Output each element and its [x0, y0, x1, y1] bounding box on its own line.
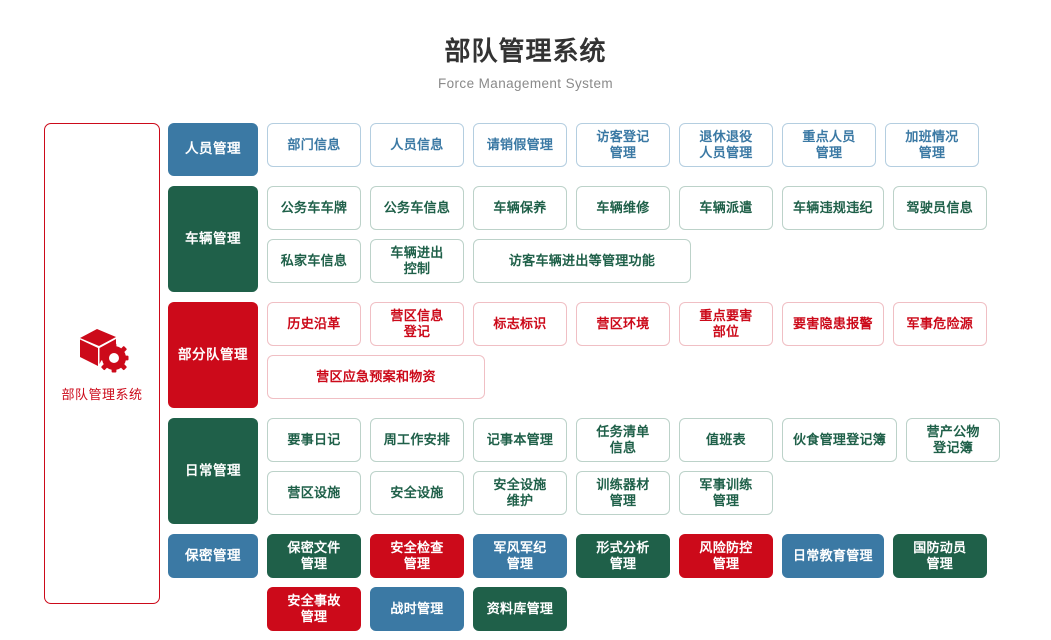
module-button[interactable]: 形式分析 管理	[576, 534, 670, 578]
module-button[interactable]: 重点人员 管理	[782, 123, 876, 167]
module-button[interactable]: 访客车辆进出等管理功能	[473, 239, 691, 283]
brand-panel: 部队管理系统	[44, 123, 160, 604]
module-button[interactable]: 周工作安排	[370, 418, 464, 462]
module-button[interactable]: 退休退役 人员管理	[679, 123, 773, 167]
module-button[interactable]: 人员信息	[370, 123, 464, 167]
module-button[interactable]: 标志标识	[473, 302, 567, 346]
module-button[interactable]: 部门信息	[267, 123, 361, 167]
module-list: 历史沿革营区信息 登记标志标识营区环境重点要害 部位要害隐患报警军事危险源营区应…	[267, 302, 1051, 408]
module-button[interactable]: 车辆派遣	[679, 186, 773, 230]
module-button[interactable]: 营区环境	[576, 302, 670, 346]
module-button[interactable]: 访客登记 管理	[576, 123, 670, 167]
module-button[interactable]: 训练器材 管理	[576, 471, 670, 515]
module-button[interactable]: 战时管理	[370, 587, 464, 631]
category-5[interactable]: 保密管理	[168, 534, 258, 578]
module-button[interactable]: 伙食管理登记簿	[782, 418, 898, 462]
module-button[interactable]: 车辆保养	[473, 186, 567, 230]
module-button[interactable]: 车辆维修	[576, 186, 670, 230]
module-button[interactable]: 要害隐患报警	[782, 302, 884, 346]
module-button[interactable]: 安全事故 管理	[267, 587, 361, 631]
module-button[interactable]: 要事日记	[267, 418, 361, 462]
module-button[interactable]: 加班情况 管理	[885, 123, 979, 167]
module-button[interactable]: 安全设施 维护	[473, 471, 567, 515]
module-list: 保密文件 管理安全检查 管理军风军纪 管理形式分析 管理风险防控 管理日常教育管…	[267, 534, 1051, 640]
module-button[interactable]: 公务车车牌	[267, 186, 361, 230]
page-header: 部队管理系统 Force Management System	[0, 0, 1051, 91]
module-button[interactable]: 营区信息 登记	[370, 302, 464, 346]
module-button[interactable]: 历史沿革	[267, 302, 361, 346]
module-button[interactable]: 私家车信息	[267, 239, 361, 283]
section: 人员管理部门信息人员信息请销假管理访客登记 管理退休退役 人员管理重点人员 管理…	[168, 123, 1051, 176]
category-3[interactable]: 部分队管理	[168, 302, 258, 408]
cube-gear-icon	[75, 324, 129, 374]
section: 部分队管理历史沿革营区信息 登记标志标识营区环境重点要害 部位要害隐患报警军事危…	[168, 302, 1051, 408]
module-button[interactable]: 保密文件 管理	[267, 534, 361, 578]
module-button[interactable]: 记事本管理	[473, 418, 567, 462]
module-button[interactable]: 军事训练 管理	[679, 471, 773, 515]
module-button[interactable]: 安全检查 管理	[370, 534, 464, 578]
module-button[interactable]: 车辆进出 控制	[370, 239, 464, 283]
sections-container: 人员管理部门信息人员信息请销假管理访客登记 管理退休退役 人员管理重点人员 管理…	[168, 123, 1051, 640]
module-button[interactable]: 重点要害 部位	[679, 302, 773, 346]
module-list: 部门信息人员信息请销假管理访客登记 管理退休退役 人员管理重点人员 管理加班情况…	[267, 123, 1051, 176]
module-button[interactable]: 军事危险源	[892, 302, 987, 346]
system-board: 部队管理系统 人员管理部门信息人员信息请销假管理访客登记 管理退休退役 人员管理…	[0, 123, 1051, 640]
module-button[interactable]: 值班表	[679, 418, 773, 462]
module-button[interactable]: 营产公物 登记簿	[906, 418, 1001, 462]
module-list: 公务车车牌公务车信息车辆保养车辆维修车辆派遣车辆违规违纪驾驶员信息私家车信息车辆…	[267, 186, 1051, 292]
module-button[interactable]: 日常教育管理	[782, 534, 884, 578]
section: 车辆管理公务车车牌公务车信息车辆保养车辆维修车辆派遣车辆违规违纪驾驶员信息私家车…	[168, 186, 1051, 292]
section: 日常管理要事日记周工作安排记事本管理任务清单 信息值班表伙食管理登记簿营产公物 …	[168, 418, 1051, 524]
module-button[interactable]: 驾驶员信息	[892, 186, 987, 230]
module-list: 要事日记周工作安排记事本管理任务清单 信息值班表伙食管理登记簿营产公物 登记簿营…	[267, 418, 1051, 524]
module-button[interactable]: 军风军纪 管理	[473, 534, 567, 578]
module-button[interactable]: 营区设施	[267, 471, 361, 515]
module-button[interactable]: 安全设施	[370, 471, 464, 515]
category-2[interactable]: 车辆管理	[168, 186, 258, 292]
category-1[interactable]: 人员管理	[168, 123, 258, 176]
module-button[interactable]: 公务车信息	[370, 186, 464, 230]
page-title: 部队管理系统	[444, 36, 607, 66]
module-button[interactable]: 国防动员 管理	[892, 534, 987, 578]
module-button[interactable]: 风险防控 管理	[679, 534, 773, 578]
module-button[interactable]: 请销假管理	[473, 123, 567, 167]
module-button[interactable]: 资料库管理	[473, 587, 567, 631]
module-button[interactable]: 车辆违规违纪	[782, 186, 884, 230]
page-subtitle: Force Management System	[437, 76, 614, 92]
brand-label: 部队管理系统	[61, 387, 143, 402]
category-4[interactable]: 日常管理	[168, 418, 258, 524]
module-button[interactable]: 营区应急预案和物资	[267, 355, 485, 399]
module-button[interactable]: 任务清单 信息	[576, 418, 670, 462]
section: 保密管理保密文件 管理安全检查 管理军风军纪 管理形式分析 管理风险防控 管理日…	[168, 534, 1051, 640]
